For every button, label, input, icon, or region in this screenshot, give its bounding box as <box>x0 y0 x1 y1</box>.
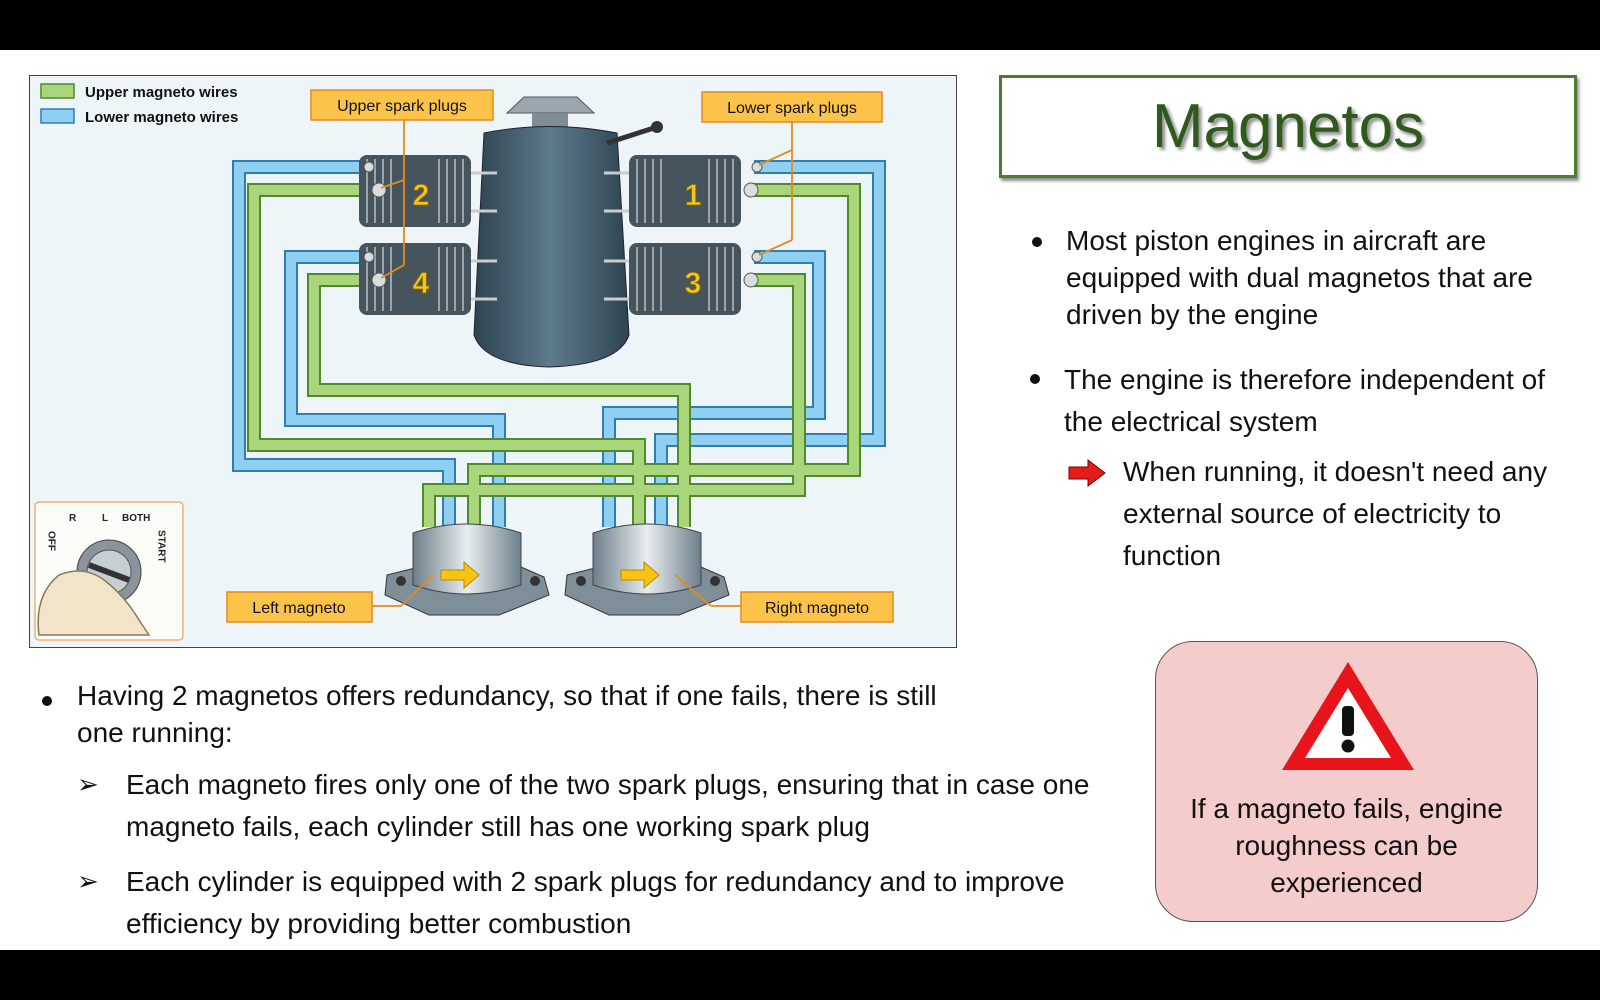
spark-plugs <box>363 161 763 288</box>
red-arrow-icon <box>1068 459 1106 487</box>
warning-text: If a magneto fails, engine roughness can… <box>1190 793 1503 898</box>
magneto-diagram: 2 1 4 3 <box>29 75 957 648</box>
bullet-dot <box>1032 237 1042 247</box>
svg-text:Lower spark plugs: Lower spark plugs <box>727 100 857 117</box>
cylinders: 2 1 4 3 <box>359 155 763 315</box>
hand-icon <box>37 570 151 636</box>
left-magneto-label: Left magneto <box>226 591 373 623</box>
cylinder-number-2: 2 <box>413 179 430 212</box>
cylinder-1 <box>604 155 741 227</box>
right-magneto <box>564 523 730 616</box>
left-magneto <box>384 523 550 616</box>
ignition-switch-inset: OFF R L BOTH START <box>34 501 184 641</box>
legend-upper-label: Upper magneto wires <box>85 84 238 101</box>
bottom-bullet: Having 2 magnetos offers redundancy, so … <box>77 680 937 748</box>
arrow-bullet-icon: ➢ <box>77 866 99 896</box>
cylinder-2 <box>359 155 497 227</box>
bottom-sub-bullet-2: Each cylinder is equipped with 2 spark p… <box>126 866 1065 939</box>
title-box: Magnetos <box>999 75 1577 178</box>
legend-swatch-upper <box>40 83 75 99</box>
right-bullet-2: The engine is therefore independent of t… <box>1064 364 1546 437</box>
cylinder-number-1: 1 <box>685 179 702 212</box>
arrow-bullet-icon: ➢ <box>77 769 99 799</box>
upper-spark-plugs-label: Upper spark plugs <box>310 89 494 121</box>
svg-text:Upper spark plugs: Upper spark plugs <box>337 98 467 115</box>
label-pointers <box>371 119 793 607</box>
legend-swatch-lower <box>40 108 75 124</box>
svg-text:Left magneto: Left magneto <box>252 600 346 617</box>
legend: Upper magneto wires Lower magneto wires <box>40 83 238 126</box>
cylinder-number-3: 3 <box>685 267 702 300</box>
svg-text:Right magneto: Right magneto <box>765 600 869 617</box>
bullet-dot <box>42 696 52 706</box>
lower-spark-plugs-label: Lower spark plugs <box>701 91 883 123</box>
right-magneto-label: Right magneto <box>740 591 894 623</box>
legend-lower-label: Lower magneto wires <box>85 109 238 126</box>
upper-magneto-wires <box>247 183 861 527</box>
bullet-dot <box>1030 374 1040 384</box>
bottom-sub-bullet-1: Each magneto fires only one of the two s… <box>126 769 1090 842</box>
switch-label-off: OFF <box>46 531 57 551</box>
switch-label-start: START <box>156 530 167 563</box>
switch-label-both: BOTH <box>122 513 150 524</box>
warning-box: If a magneto fails, engine roughness can… <box>1155 641 1538 922</box>
engine <box>473 96 663 368</box>
switch-label-l: L <box>102 513 108 524</box>
slide-title: Magnetos <box>1151 92 1425 161</box>
warning-triangle-icon <box>1282 662 1414 770</box>
cylinder-number-4: 4 <box>413 267 430 300</box>
right-sub-bullet: When running, it doesn't need any extern… <box>1123 456 1548 571</box>
right-bullet-1: Most piston engines in aircraft are equi… <box>1066 225 1533 330</box>
switch-label-r: R <box>69 513 77 524</box>
slide: 2 1 4 3 <box>0 50 1600 950</box>
cylinder-3 <box>604 243 741 315</box>
